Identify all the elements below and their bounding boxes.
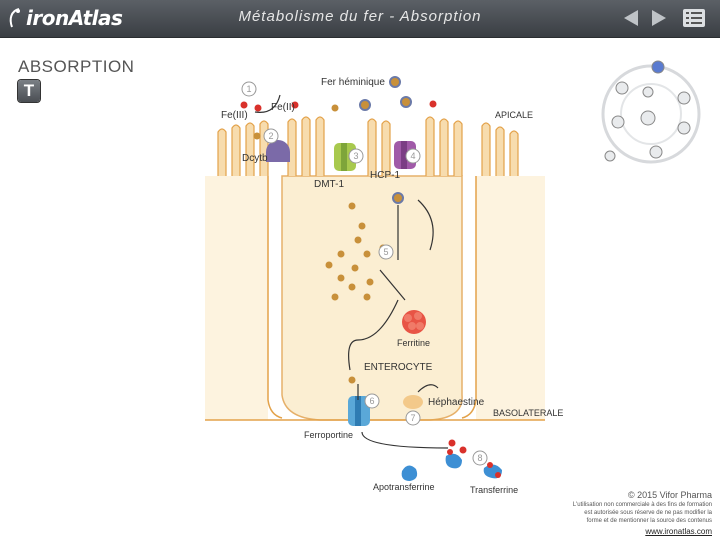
microvilli <box>217 116 519 176</box>
page-title: Métabolisme du fer - Absorption <box>238 8 482 25</box>
iron-dots-cytosol <box>325 192 404 384</box>
back-arrow-icon <box>624 10 638 26</box>
hephaestine-protein <box>403 395 423 409</box>
step-number-8: 8 <box>477 453 482 463</box>
header-bar: ironAtlas Métabolisme du fer - Absorptio… <box>0 0 720 38</box>
step-number-markers: 1 2 3 4 5 6 7 8 <box>241 81 488 466</box>
footer-link[interactable]: www.ironatlas.com <box>645 527 712 536</box>
step-number-7: 7 <box>410 413 415 423</box>
label-fe2: Fe(II) <box>271 102 295 113</box>
footer-note-line2: est autorisée sous réserve de ne pas mod… <box>584 510 712 516</box>
dmt1-protein <box>334 143 356 171</box>
transferrin-molecules <box>401 439 502 481</box>
label-fer-heminique: Fer héminique <box>321 77 385 88</box>
dcytb-protein <box>266 140 290 162</box>
label-transferrine: Transferrine <box>470 485 519 495</box>
menu-icon <box>683 9 705 27</box>
label-enterocyte: ENTEROCYTE <box>364 362 433 373</box>
step-number-5: 5 <box>383 247 388 257</box>
label-hcp1: HCP-1 <box>370 170 401 181</box>
neighbour-cell-left <box>205 176 268 420</box>
label-apotransferrine: Apotransferrine <box>373 482 435 492</box>
label-ferritine: Ferritine <box>397 338 431 348</box>
step-number-2: 2 <box>268 131 273 141</box>
neighbour-cell-right <box>476 176 545 420</box>
iron-dots-apical <box>240 76 437 140</box>
step-number-6: 6 <box>369 396 374 406</box>
label-dcytb: Dcytb <box>242 153 268 164</box>
flow-arrows <box>254 94 449 449</box>
text-toggle-button[interactable]: T <box>18 80 40 102</box>
app-logo: ironAtlas <box>8 6 123 30</box>
label-dmt1: DMT-1 <box>314 179 344 190</box>
ferritin-cluster <box>402 310 426 334</box>
footer-copyright: © 2015 Vifor Pharma <box>627 490 712 500</box>
forward-arrow-icon <box>652 10 666 26</box>
step-number-1: 1 <box>246 84 251 94</box>
label-apicale: APICALE <box>495 110 534 120</box>
footer-note-line3: forme et de mentionner la source des con… <box>586 518 712 524</box>
menu-button[interactable] <box>682 8 706 28</box>
label-ferroportine: Ferroportine <box>304 430 354 440</box>
enterocyte-cell <box>281 175 463 421</box>
navigation-wheel-icon[interactable] <box>588 52 714 172</box>
section-title: ABSORPTION <box>18 57 135 76</box>
logo-swirl-icon <box>9 8 20 28</box>
back-button[interactable] <box>620 8 642 28</box>
ferroportine-protein <box>348 396 370 426</box>
step-number-3: 3 <box>353 151 358 161</box>
step-number-4: 4 <box>410 151 415 161</box>
label-basolaterale: BASOLATERALE <box>493 408 564 418</box>
footer-note-line1: L'utilisation non commerciale à des fins… <box>572 502 712 508</box>
label-hephaestine: Héphaestine <box>428 397 485 408</box>
label-fe3: Fe(III) <box>221 110 248 121</box>
forward-button[interactable] <box>648 8 670 28</box>
logo-text: ironAtlas <box>26 6 123 30</box>
